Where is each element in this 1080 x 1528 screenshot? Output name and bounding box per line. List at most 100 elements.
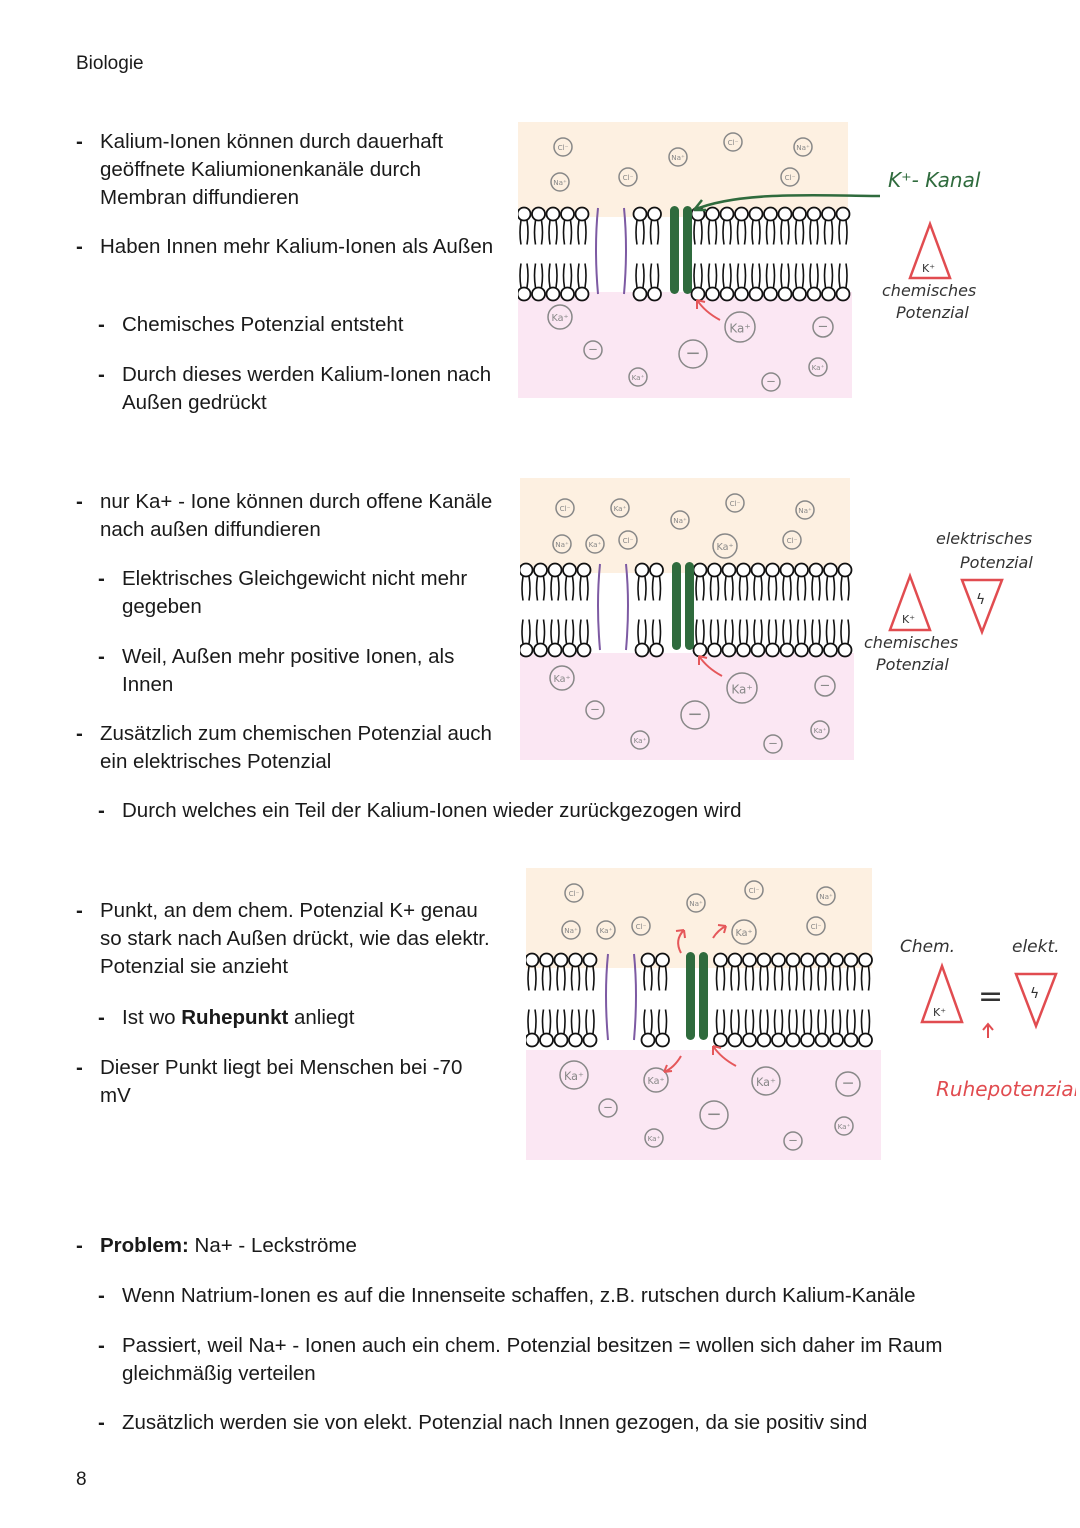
ion-label: Na⁺ bbox=[796, 143, 810, 152]
lipid-head bbox=[634, 642, 650, 658]
lipid-tail bbox=[751, 263, 761, 288]
lipid-head bbox=[574, 206, 590, 222]
ion-label: − bbox=[818, 320, 829, 335]
ion-label: Na⁺ bbox=[798, 506, 812, 515]
lipid-head bbox=[568, 1032, 583, 1048]
lipid-tail bbox=[709, 576, 720, 601]
lipid-head bbox=[806, 286, 822, 302]
ion-ka bbox=[585, 534, 605, 554]
ion-label: Cl⁻ bbox=[811, 922, 822, 931]
ion-label: Ka⁺ bbox=[812, 363, 825, 372]
lipid-tail bbox=[782, 619, 792, 644]
outside-region bbox=[518, 122, 848, 217]
chem-label: Potenzial bbox=[876, 655, 949, 674]
ion-label: Na⁺ bbox=[673, 516, 687, 525]
bullet-item: -Haben Innen mehr Kalium-Ionen als Außen bbox=[76, 235, 494, 258]
lipid-tail bbox=[707, 263, 718, 288]
sub-bullet-item: -Durch welches ein Teil der Kalium-Ionen… bbox=[98, 799, 742, 822]
lipid-tail bbox=[794, 220, 805, 245]
ion-label: − bbox=[820, 679, 831, 694]
lipid-head bbox=[727, 1032, 743, 1048]
ion-cl bbox=[553, 137, 573, 157]
lipid-tail bbox=[811, 619, 821, 644]
ion-ka bbox=[643, 1067, 669, 1093]
lipid-tail bbox=[556, 1009, 566, 1034]
lipid-tail bbox=[527, 966, 537, 991]
lipid-tail bbox=[657, 966, 668, 991]
lipid-tail bbox=[579, 576, 589, 601]
protein-pore bbox=[597, 563, 629, 651]
membrane-bilayer bbox=[518, 206, 851, 302]
ion-label: Ka⁺ bbox=[729, 321, 750, 335]
bullet-item: -Punkt, an dem chem. Potenzial K+ genau … bbox=[76, 899, 490, 978]
lipid-head bbox=[742, 952, 757, 968]
lipid-head bbox=[547, 642, 563, 658]
lipid-head bbox=[713, 952, 728, 968]
lipid-head bbox=[835, 206, 851, 222]
ion-label: Ka⁺ bbox=[814, 726, 827, 735]
lipid-head bbox=[777, 286, 793, 302]
chem-label: Potenzial bbox=[896, 303, 969, 322]
ion-label: Ka⁺ bbox=[716, 542, 733, 553]
page-number: 8 bbox=[76, 1469, 87, 1490]
ion-label: Ka⁺ bbox=[551, 313, 568, 324]
lipid-head bbox=[545, 286, 561, 302]
potassium-channel bbox=[670, 206, 679, 294]
bullet-item: -nur Ka+ - Ione können durch offene Kanä… bbox=[76, 490, 493, 541]
lipid-head bbox=[553, 952, 569, 968]
sub-bullet-item: -Wenn Natrium-Ionen es auf die Innenseit… bbox=[98, 1284, 916, 1307]
bullet-item: -Dieser Punkt liegt bei Menschen bei -70… bbox=[76, 1056, 463, 1107]
red-arrow bbox=[698, 655, 723, 677]
lipid-tail bbox=[796, 576, 807, 601]
lipid-tail bbox=[767, 619, 778, 644]
ion-minus bbox=[598, 1098, 618, 1118]
lipid-head bbox=[829, 1032, 844, 1048]
lipid-tail bbox=[564, 619, 575, 644]
lipid-tail bbox=[753, 619, 763, 644]
lipid-tail bbox=[564, 576, 575, 601]
lipid-tail bbox=[838, 220, 848, 245]
diffusion-arrows bbox=[698, 655, 723, 677]
lipid-head bbox=[763, 286, 778, 302]
lipid-tail bbox=[840, 576, 850, 601]
ion-label: − bbox=[687, 704, 702, 725]
lipid-head bbox=[582, 1032, 598, 1048]
protein-pore bbox=[605, 953, 637, 1041]
ion-particles: Cl⁻Ka⁺Na⁺Cl⁻Na⁺Na⁺Cl⁻Ka⁺Cl⁻Ka⁺Ka⁺Ka⁺−−−K… bbox=[559, 880, 861, 1151]
equals-sign: = bbox=[978, 979, 1003, 1014]
lipid-head bbox=[771, 952, 786, 968]
ion-ka bbox=[731, 919, 757, 945]
ion-label: − bbox=[685, 343, 700, 364]
ion-particles: Cl⁻Ka⁺Na⁺Cl⁻Na⁺Na⁺Ka⁺Cl⁻Ka⁺Cl⁻Ka⁺Ka⁺−−−K… bbox=[549, 493, 836, 754]
lipid-tail bbox=[715, 966, 726, 991]
lipid-tail bbox=[570, 1009, 581, 1034]
lipid-tail bbox=[550, 576, 560, 601]
lipid-tail bbox=[817, 1009, 827, 1034]
ion-ka bbox=[549, 665, 575, 691]
protein-pore bbox=[595, 207, 627, 295]
ion-label: Ka⁺ bbox=[731, 682, 752, 696]
lipid-head bbox=[520, 562, 534, 578]
ion-na bbox=[550, 172, 570, 192]
lipid-head bbox=[562, 642, 577, 658]
ion-cl bbox=[780, 167, 800, 187]
ion-na bbox=[686, 893, 706, 913]
lipid-tail bbox=[759, 966, 769, 991]
potassium-channel bbox=[683, 206, 692, 294]
equilibrium-annotation: Chem. elekt. K⁺ = ϟ Ruhepotenzial bbox=[900, 937, 1076, 1101]
lipid-tail bbox=[722, 220, 732, 245]
lipid-tail bbox=[767, 576, 778, 601]
lipid-head bbox=[808, 642, 824, 658]
sub-bullet-item: -Chemisches Potenzial entsteht bbox=[98, 313, 404, 336]
lipid-tail bbox=[730, 1009, 740, 1034]
lipid-tail bbox=[751, 220, 761, 245]
sub-bullet-item: -Passiert, weil Na+ - Ionen auch ein che… bbox=[98, 1334, 943, 1385]
lipid-head bbox=[829, 952, 844, 968]
ion-label: − bbox=[588, 342, 598, 356]
elek-label: Potenzial bbox=[960, 553, 1033, 572]
sub-bullet-item: -Weil, Außen mehr positive Ionen, als In… bbox=[98, 645, 455, 696]
lipid-head bbox=[823, 562, 838, 578]
lipid-tail bbox=[635, 220, 645, 245]
lipid-head bbox=[547, 562, 563, 578]
lipid-head bbox=[727, 952, 743, 968]
